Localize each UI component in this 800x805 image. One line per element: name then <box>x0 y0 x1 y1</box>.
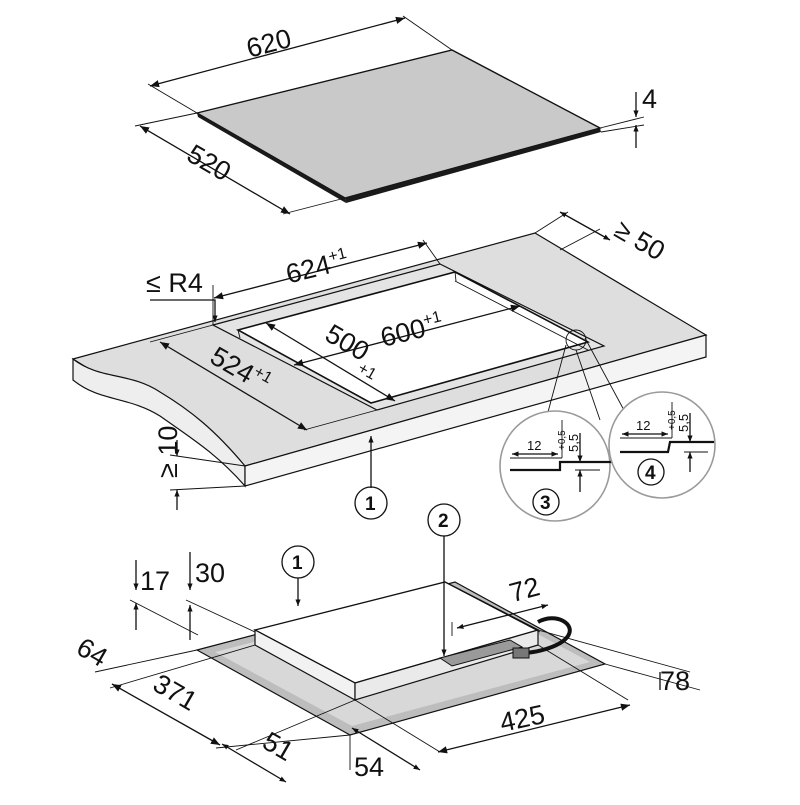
detail-3: 12 5,5 +0,5 3 <box>499 344 612 522</box>
callout-1-countertop <box>354 486 388 520</box>
detail-4: 12 5,5 +0,5 4 <box>584 337 716 499</box>
callout-2-label: 2 <box>438 511 449 532</box>
countertop-group: 624+1 ≤ R4 ≥ 50 524+1 500+1 600+1 <box>71 211 708 520</box>
dim-51-label: 51 <box>258 726 299 767</box>
dim-54-label: 54 <box>354 752 384 782</box>
detail-3-number: 3 <box>540 493 551 514</box>
corner-radius-label: ≤ R4 <box>146 268 203 298</box>
dim-rear-clearance-label: ≥ 50 <box>610 214 670 266</box>
callout-1-appliance <box>281 545 315 579</box>
dim-72-label: 72 <box>506 571 543 608</box>
detail-4-number: 4 <box>645 463 656 484</box>
callout-1-appliance-label: 1 <box>292 553 303 574</box>
power-cable <box>519 616 572 655</box>
detail-3-number-circle <box>532 488 560 516</box>
connection-box <box>438 639 524 667</box>
detail-4-number-circle <box>637 458 665 486</box>
dim-624-label: 624+1 <box>283 245 352 289</box>
dim-520-label: 520 <box>182 139 236 188</box>
detail-3-width: 12 <box>527 438 541 453</box>
dim-30-label: 30 <box>195 558 225 588</box>
detail-4-tol: +0,5 <box>667 410 678 430</box>
dim-425-label: 425 <box>497 699 547 738</box>
top-plate-edge <box>345 128 601 203</box>
callout-2 <box>427 503 461 537</box>
dim-620-label: 620 <box>243 23 294 64</box>
detail-4-width: 12 <box>636 418 650 433</box>
detail-3-tol: +0,5 <box>557 430 568 450</box>
top-plate-group: 620 520 4 <box>134 15 657 215</box>
dim-78-label: 78 <box>660 666 690 696</box>
dim-17-label: 17 <box>140 566 170 596</box>
callout-1-countertop-label: 1 <box>365 494 376 515</box>
dim-front-clearance-label: ≥ 10 <box>153 426 183 478</box>
detail-3-height: 5,5 <box>566 434 581 452</box>
dim-4-label: 4 <box>642 84 657 114</box>
detail-4-height: 5,5 <box>676 414 691 432</box>
dim-64-label: 64 <box>72 632 113 673</box>
appliance-group: 17 30 1 2 72 64 371 51 54 <box>72 503 701 783</box>
top-plate <box>195 49 602 199</box>
